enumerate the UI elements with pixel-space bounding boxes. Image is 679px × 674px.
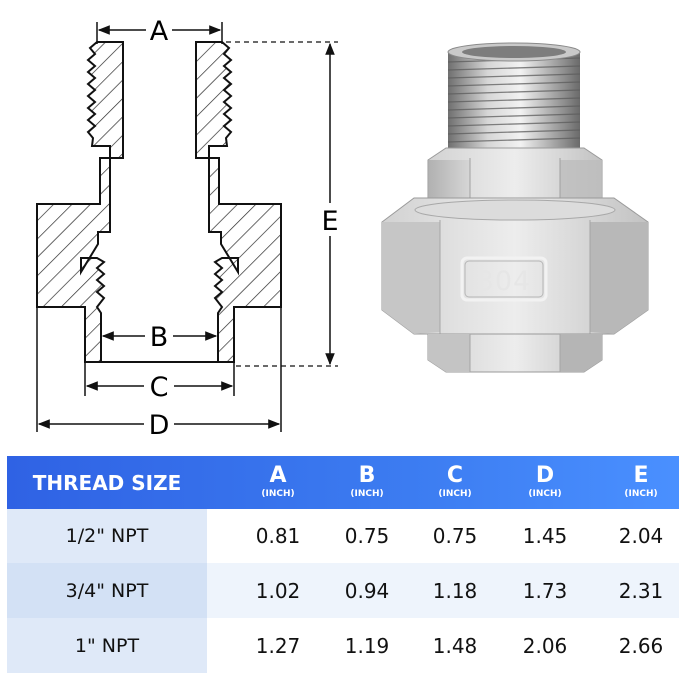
column-d-unit: (INCH) [528, 489, 562, 499]
table-row: 3/4" NPT 1.02 0.94 1.18 1.73 2.31 [7, 563, 679, 618]
material-stamp-304: 304 [477, 266, 532, 297]
dimension-c-label: C [150, 372, 169, 403]
cell-b: 0.75 [344, 524, 390, 548]
thread-size-cell: 1/2" NPT [65, 525, 149, 547]
column-b-header: B (INCH) [322, 456, 412, 509]
column-d-letter: D [535, 463, 555, 488]
cell-b: 0.94 [344, 578, 390, 603]
table-header: THREAD SIZE A (INCH) B (INCH) C (INCH) D… [7, 456, 679, 509]
cell-e: 2.04 [618, 524, 664, 548]
dimension-diagram: A B C D E [36, 16, 649, 441]
column-e-unit: (INCH) [624, 489, 658, 499]
table-row: 1" NPT 1.27 1.19 1.48 2.06 2.66 [7, 618, 679, 673]
section-right-body [195, 41, 282, 363]
column-a-letter: A [269, 463, 287, 488]
table-row: 1/2" NPT 0.81 0.75 0.75 1.45 2.04 [7, 509, 679, 563]
cell-e: 2.66 [618, 633, 664, 658]
column-c-letter: C [446, 463, 464, 488]
dimension-table: THREAD SIZE A (INCH) B (INCH) C (INCH) D… [7, 456, 679, 673]
column-b-letter: B [358, 463, 376, 488]
dimension-a-label: A [150, 16, 169, 47]
cell-d: 2.06 [522, 633, 568, 658]
dimension-e-label: E [321, 206, 338, 237]
column-e-letter: E [633, 463, 649, 488]
thread-size-header: THREAD SIZE [32, 470, 182, 495]
cell-d: 1.73 [522, 578, 568, 603]
section-left-body [36, 41, 124, 363]
cell-c: 0.75 [432, 524, 478, 548]
cell-c: 1.48 [432, 633, 478, 658]
cell-c: 1.18 [432, 578, 478, 603]
column-d-header: D (INCH) [500, 456, 590, 509]
dimension-b-label: B [150, 322, 169, 353]
thread-size-cell: 1" NPT [74, 634, 140, 657]
cell-a: 1.02 [255, 578, 301, 603]
column-b-unit: (INCH) [350, 489, 384, 499]
column-a-unit: (INCH) [261, 489, 295, 499]
cell-d: 1.45 [522, 524, 568, 548]
pipe-union-photo: 304 [381, 42, 649, 373]
cell-a: 0.81 [255, 524, 301, 548]
column-e-header: E (INCH) [596, 456, 679, 509]
column-c-header: C (INCH) [410, 456, 500, 509]
cell-b: 1.19 [344, 633, 390, 658]
dimension-d-label: D [149, 410, 170, 441]
cell-a: 1.27 [255, 633, 301, 658]
column-c-unit: (INCH) [438, 489, 472, 499]
cell-e: 2.31 [618, 578, 664, 603]
column-a-header: A (INCH) [233, 456, 323, 509]
thread-size-cell: 3/4" NPT [65, 579, 149, 602]
